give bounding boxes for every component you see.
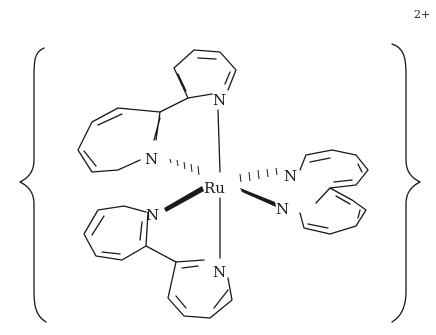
right-brace (391, 43, 421, 323)
hashed-bond-left (169, 158, 200, 176)
bipyridine-bottom: N N (83, 205, 233, 319)
bipyridine-top: N N (77, 49, 237, 173)
axial-bond-top (217, 109, 221, 173)
ruthenium-centre: Ru (164, 109, 278, 259)
ruthenium-atom-label: Ru (204, 179, 225, 197)
hashed-bond-right (239, 167, 278, 183)
nitrogen-atom-label: N (284, 167, 297, 185)
nitrogen-atom-label: N (213, 91, 226, 109)
wedge-bond-left (164, 186, 204, 212)
nitrogen-atom-label: N (213, 263, 226, 281)
left-brace (19, 47, 47, 323)
wedge-bond-right (240, 188, 276, 207)
bipyridine-right: N N (276, 149, 369, 235)
charge-label: 2+ (414, 8, 430, 21)
nitrogen-atom-label: N (145, 150, 158, 168)
nitrogen-atom-label: N (276, 200, 289, 218)
nitrogen-atom-label: N (146, 206, 159, 224)
